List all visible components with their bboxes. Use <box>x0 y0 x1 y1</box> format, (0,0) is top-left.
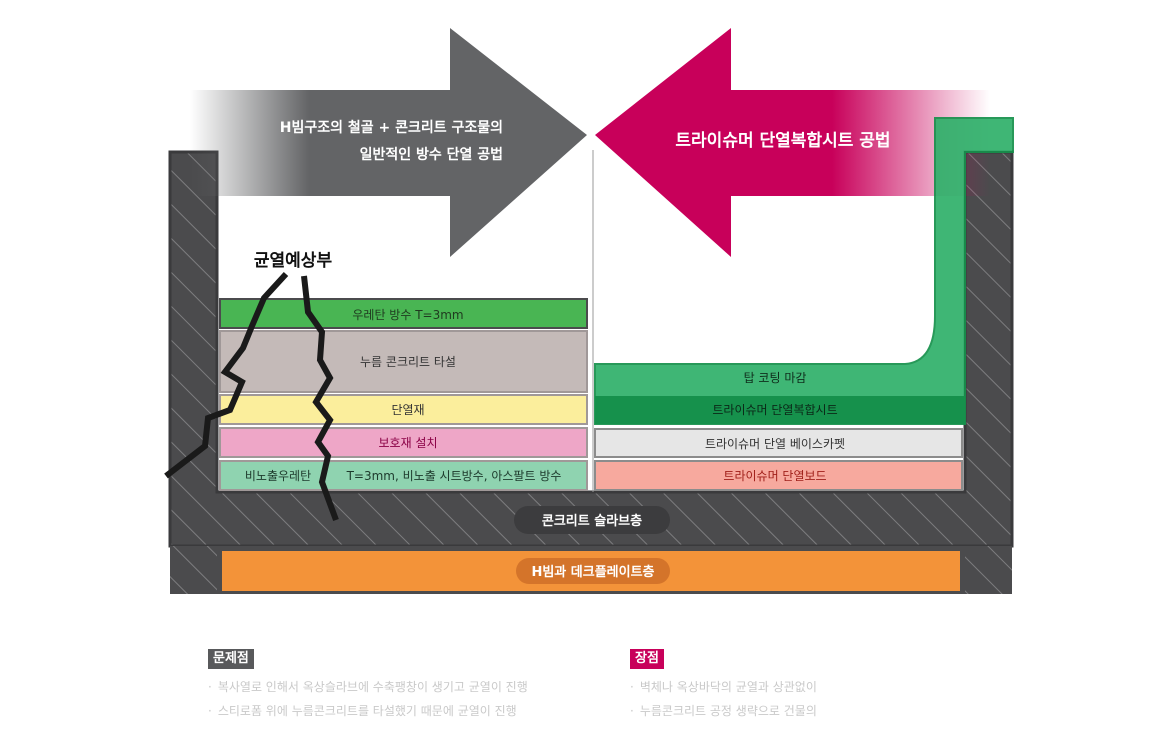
right-layer-basecap-label: 트라이슈머 단열 베이스카펫 <box>705 437 845 451</box>
advantages-badge: 장점 <box>630 649 664 669</box>
advantages-section: 장점 벽체나 옥상바닥의 균열과 상관없이 누름콘크리트 공정 생략으로 건물의 <box>630 647 1050 727</box>
deck-label-pill <box>516 558 670 584</box>
right-layer-sheet-label: 트라이슈머 단열복합시트 <box>712 403 837 417</box>
left-layer-urethane-label: 우레탄 방수 T=3mm <box>352 308 463 322</box>
problems-list: 복사열로 인해서 옥상슬라브에 수축팽창이 생기고 균열이 진행 스티로폼 위에… <box>208 679 628 719</box>
right-layer-topcoat-label: 탑 코팅 마감 <box>744 371 807 385</box>
lower-wall-left <box>170 546 217 594</box>
left-layer-protection <box>219 427 588 458</box>
deck-label: H빔과 데크플레이트층 <box>531 564 654 580</box>
problems-item: 스티로폼 위에 누름콘크리트를 타설했기 때문에 균열이 진행 <box>208 703 628 719</box>
crack-line-left <box>164 271 289 479</box>
slab-label: 콘크리트 슬라브층 <box>542 513 642 529</box>
right-layer-board-label: 트라이슈머 단열보드 <box>723 469 826 483</box>
right-wall-sheet <box>594 117 1014 425</box>
conventional-method-arrow <box>190 28 587 257</box>
left-layer-nonexposed-label-b: T=3mm, 비노출 시트방수, 아스팔트 방수 <box>346 469 562 483</box>
right-layer-basecap <box>594 428 963 458</box>
crack-label: 균열예상부 <box>254 251 333 271</box>
problems-item: 복사열로 인해서 옥상슬라브에 수축팽창이 생기고 균열이 진행 <box>208 679 628 695</box>
right-wall-sheet-bottom <box>595 396 965 424</box>
advantages-item: 벽체나 옥상바닥의 균열과 상관없이 <box>630 679 1050 695</box>
conventional-method-line1: H빔구조의 철골 + 콘크리트 구조물의 <box>280 119 503 136</box>
left-layer-concrete <box>219 330 588 393</box>
problems-badge: 문제점 <box>208 649 254 669</box>
left-layer-nonexposed-label-a: 비노출우레탄 <box>245 469 311 483</box>
left-layer-nonexposed <box>219 460 588 491</box>
left-layer-concrete-label: 누름 콘크리트 타설 <box>360 355 456 369</box>
problems-section: 문제점 복사열로 인해서 옥상슬라브에 수축팽창이 생기고 균열이 진행 스티로… <box>208 647 628 727</box>
trisumer-method-arrow <box>595 28 990 257</box>
crack-line-right <box>301 275 339 522</box>
conventional-method-line2: 일반적인 방수 단열 공법 <box>360 146 503 163</box>
right-arrow-label: 트라이슈머 단열복합시트 공법 <box>675 130 890 151</box>
right-layer-board <box>594 460 963 491</box>
left-layer-insulation-label: 단열재 <box>391 403 424 417</box>
advantages-list: 벽체나 옥상바닥의 균열과 상관없이 누름콘크리트 공정 생략으로 건물의 <box>630 679 1050 719</box>
left-layer-urethane <box>219 298 588 329</box>
left-layer-protection-label: 보호재 설치 <box>378 436 437 450</box>
waterproofing-comparison-diagram: H빔과 데크플레이트층 콘크리트 슬라브층 H빔구조의 철골 + 콘크리트 구조… <box>164 28 1014 594</box>
left-layer-insulation <box>219 394 588 425</box>
lower-wall-right <box>965 546 1012 594</box>
advantages-item: 누름콘크리트 공정 생략으로 건물의 <box>630 703 1050 719</box>
slab-label-pill <box>514 506 670 534</box>
